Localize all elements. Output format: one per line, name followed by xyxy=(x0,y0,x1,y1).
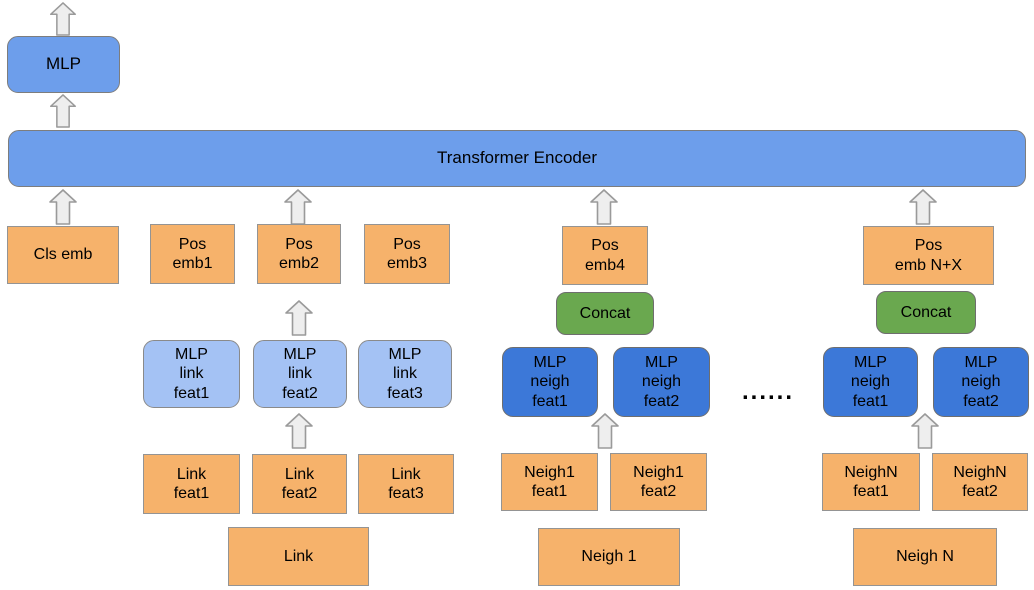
node-mlp-link-feat2: MLP link feat2 xyxy=(253,340,347,408)
up-arrow-icon xyxy=(909,189,937,225)
node-pos-emb4: Pos emb4 xyxy=(562,226,648,285)
node-link-feat1: Link feat1 xyxy=(143,454,240,514)
node-mlp-link-feat1: MLP link feat1 xyxy=(143,340,240,408)
node-neighN-feat1: NeighN feat1 xyxy=(822,453,920,511)
node-mlp-neigh-right-feat2: MLP neigh feat2 xyxy=(933,347,1029,417)
node-concat-right: Concat xyxy=(876,291,976,334)
node-pos-emb3: Pos emb3 xyxy=(364,224,450,284)
up-arrow-icon xyxy=(911,413,939,449)
up-arrow-icon xyxy=(49,189,77,225)
up-arrow-icon xyxy=(591,413,619,449)
node-pos-emb1: Pos emb1 xyxy=(150,224,235,284)
node-mlp-top: MLP xyxy=(7,36,120,93)
up-arrow-icon xyxy=(285,300,313,336)
node-neigh1: Neigh 1 xyxy=(538,528,680,586)
node-mlp-neigh-left-feat1: MLP neigh feat1 xyxy=(502,347,598,417)
node-mlp-link-feat3: MLP link feat3 xyxy=(358,340,452,408)
node-neigh1-feat1: Neigh1 feat1 xyxy=(501,453,598,511)
ellipsis-dots: ...... xyxy=(742,378,795,405)
node-mlp-neigh-left-feat2: MLP neigh feat2 xyxy=(613,347,710,417)
node-neigh1-feat2: Neigh1 feat2 xyxy=(610,453,707,511)
node-pos-emb2: Pos emb2 xyxy=(257,224,341,284)
node-pos-emb-nx: Pos emb N+X xyxy=(863,226,994,285)
node-transformer-encoder: Transformer Encoder xyxy=(8,130,1026,187)
node-link-feat3: Link feat3 xyxy=(358,454,454,514)
node-cls-emb: Cls emb xyxy=(7,226,119,284)
node-neighN: Neigh N xyxy=(853,528,997,586)
up-arrow-icon xyxy=(284,189,312,225)
up-arrow-icon xyxy=(590,189,618,225)
up-arrow-icon xyxy=(285,413,313,449)
node-neighN-feat2: NeighN feat2 xyxy=(932,453,1028,511)
up-arrow-icon xyxy=(49,94,77,128)
node-link-feat2: Link feat2 xyxy=(252,454,347,514)
up-arrow-icon xyxy=(49,2,77,36)
node-mlp-neigh-right-feat1: MLP neigh feat1 xyxy=(823,347,918,417)
node-link: Link xyxy=(228,527,369,586)
node-concat-left: Concat xyxy=(556,292,654,335)
